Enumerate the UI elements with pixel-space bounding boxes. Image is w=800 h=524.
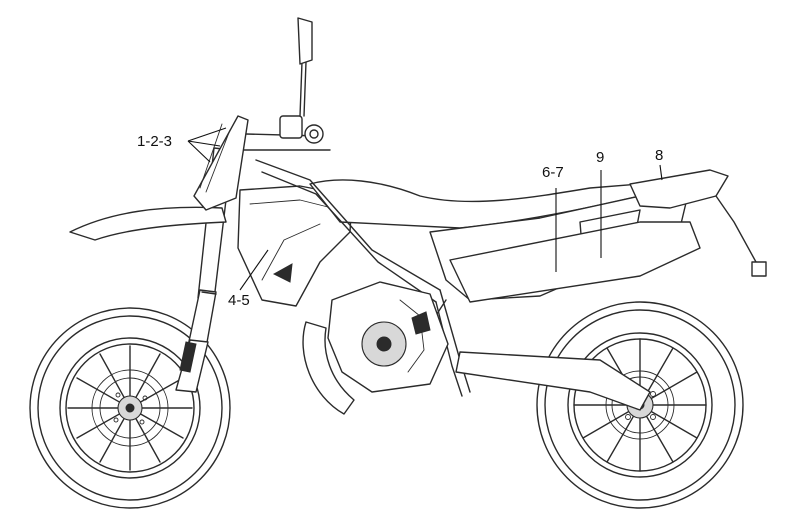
front-wheel: [29, 307, 231, 509]
mirror: [297, 17, 313, 117]
front-brake-disc: [91, 369, 169, 447]
radiator-shroud: [302, 321, 355, 415]
front-fender: [69, 206, 227, 241]
front-hub: [117, 395, 143, 421]
callout-6-7: 6-7: [542, 164, 564, 181]
swingarm: [455, 351, 651, 411]
callout-1-2-3: 1-2-3: [137, 133, 172, 150]
engine: [327, 281, 449, 393]
callout-8: 8: [655, 147, 663, 164]
callout-9: 9: [596, 149, 604, 166]
callout-4-5: 4-5: [228, 292, 250, 309]
exhaust: [449, 221, 701, 303]
handlebar: [243, 115, 331, 151]
headlight-fairing: [193, 115, 249, 211]
rear-fender: [629, 169, 767, 277]
callout-leaders: [187, 127, 663, 291]
front-wheel-spokes: [67, 345, 193, 471]
